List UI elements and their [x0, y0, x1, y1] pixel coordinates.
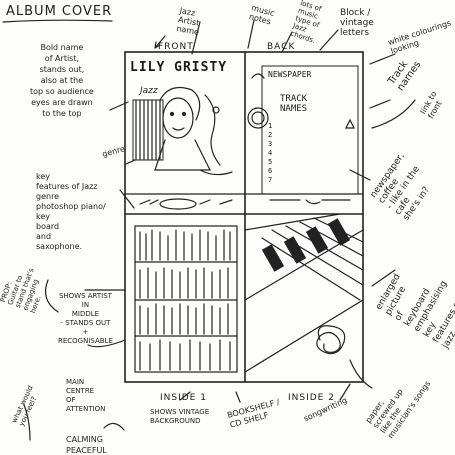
- track-number: 1: [268, 122, 273, 130]
- track-number: 2: [268, 131, 273, 139]
- note-key-features: key features of Jazz genre photoshop pia…: [36, 172, 106, 251]
- cover-artist-name: LILY GRISTY: [130, 60, 228, 75]
- track-number: 5: [268, 158, 273, 166]
- note-calming: CALMING PEACEFUL: [66, 435, 107, 455]
- back-illustration: [247, 65, 359, 205]
- note-shows-artist: SHOWS ARTIST IN MIDDLE - STANDS OUT + RE…: [58, 292, 113, 345]
- label-back: BACK: [267, 42, 296, 52]
- inside2-keyboard: [244, 213, 364, 373]
- note-shows-vintage: SHOWS VINTAGE BACKGROUND: [150, 408, 210, 425]
- cover-track-names: TRACK NAMES: [280, 94, 308, 114]
- track-number: 3: [268, 140, 273, 148]
- page-heading: ALBUM COVER: [6, 4, 113, 19]
- inside1-bookshelf: [134, 225, 238, 373]
- label-inside2: INSIDE 2: [288, 393, 335, 403]
- track-number: 7: [268, 176, 273, 184]
- album-grid-frame: [124, 51, 364, 383]
- track-number: 6: [268, 167, 273, 175]
- front-illustration: [132, 87, 233, 210]
- cover-newspaper: NEWSPAPER: [268, 70, 312, 79]
- track-number: 4: [268, 149, 273, 157]
- cover-genre: Jazz: [140, 86, 158, 96]
- note-block-vintage: Block / vintage letters: [340, 8, 374, 38]
- cover-track-list: 1 2 3 4 5 6 7: [268, 122, 272, 185]
- note-bold-name: Bold name of Artist, stands out, also at…: [30, 43, 94, 118]
- annotation-arrows: [23, 19, 416, 441]
- heading-underline: [2, 19, 113, 23]
- label-front: FRONT: [158, 42, 194, 52]
- note-main-centre: MAIN CENTRE OF ATTENTION: [66, 378, 106, 413]
- label-inside1: INSIDE 1: [160, 393, 207, 403]
- note-jazz-artist: Jazz Artist name: [175, 6, 201, 37]
